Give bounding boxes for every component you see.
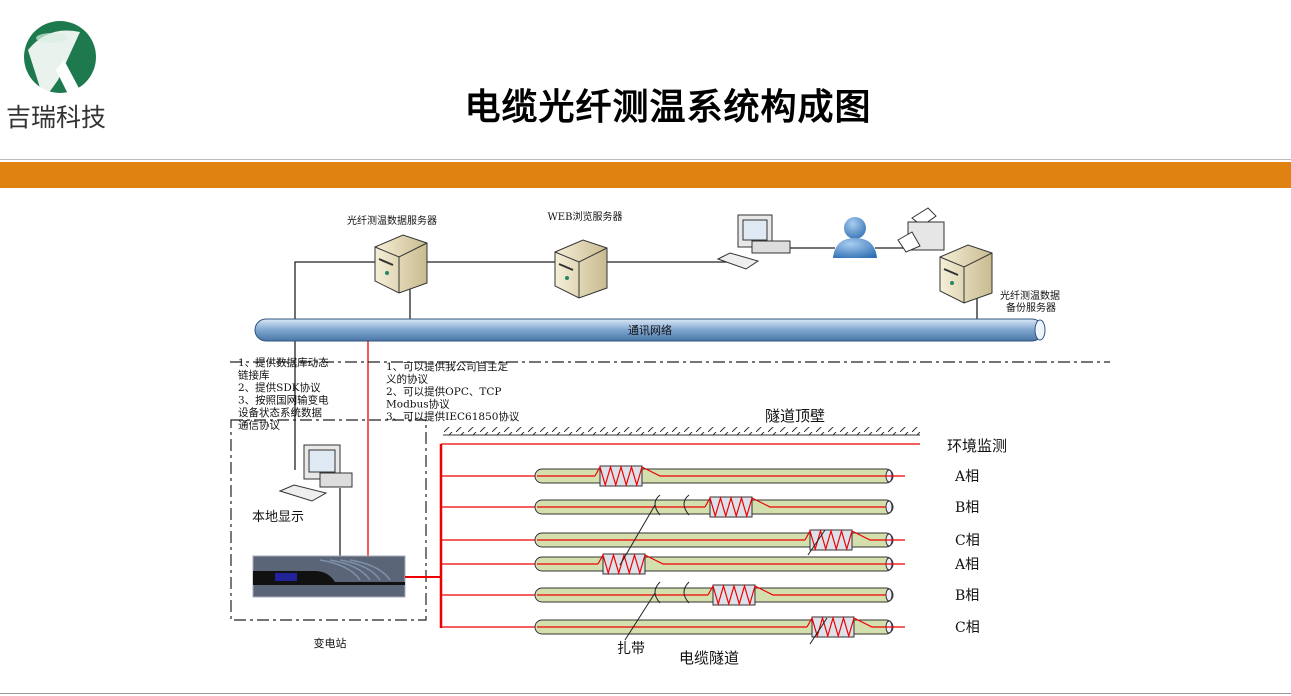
note-line: 义的协议 (386, 373, 428, 386)
backup-server-label-2: 备份服务器 (1006, 301, 1056, 314)
header-divider (0, 159, 1291, 160)
left-protocol-notes: 1、提供数据库动态链接库2、提供SDK协议3、按照国网输变电设备状态系统数据通信… (238, 356, 329, 432)
footer-divider (0, 693, 1291, 694)
phase-label: A相 (954, 557, 979, 573)
fiber-trunk (405, 443, 920, 628)
note-line: 2、可以提供OPC、TCP (386, 385, 502, 398)
note-line: 链接库 (238, 369, 270, 382)
user-icon (833, 217, 877, 258)
client-computer-icon (716, 214, 791, 270)
cable-row: C相 (441, 528, 980, 552)
page-title: 电缆光纤测温系统构成图 (464, 87, 872, 128)
phase-label: B相 (955, 588, 979, 604)
data-server-icon (374, 234, 428, 294)
header-accent-bar (0, 162, 1291, 188)
phase-label: B相 (955, 500, 979, 516)
note-line: 设备状态系统数据 (238, 406, 322, 419)
network-label: 通讯网络 (628, 323, 672, 337)
company-logo (24, 21, 96, 94)
env-monitor-label: 环境监测 (947, 437, 1007, 455)
local-computer-icon (278, 444, 353, 502)
company-name: 吉瑞科技 (6, 103, 107, 132)
tie-label: 扎带 (617, 641, 645, 657)
tunnel-ceiling-label: 隧道顶壁 (765, 407, 825, 425)
phase-label: A相 (954, 469, 979, 485)
backup-server-label-1: 光纤测温数据 (1000, 289, 1060, 302)
note-line: Modbus协议 (386, 398, 450, 411)
printer-icon (897, 207, 945, 253)
tunnel-ceiling-hatch (443, 427, 920, 435)
right-protocol-notes: 1、可以提供我公司自主定义的协议2、可以提供OPC、TCPModbus协议3、可… (386, 360, 520, 423)
note-line: 1、提供数据库动态 (238, 356, 329, 369)
cable-ties (619, 494, 828, 645)
note-line: 3、按照国网输变电 (238, 394, 329, 407)
cable-row: A相 (441, 464, 979, 488)
substation-label: 变电站 (314, 636, 347, 650)
data-server-label: 光纤测温数据服务器 (347, 214, 437, 227)
web-server-icon (554, 239, 608, 299)
local-display-label: 本地显示 (252, 510, 304, 525)
temperature-host-device (252, 555, 406, 598)
note-line: 2、提供SDK协议 (238, 381, 321, 394)
cable-row: A相 (441, 552, 979, 576)
tunnel-label: 电缆隧道 (679, 649, 739, 667)
backup-server-icon (939, 244, 993, 304)
phase-label: C相 (955, 620, 980, 636)
cable-row: B相 (441, 495, 979, 519)
web-server-label: WEB浏览服务器 (548, 210, 623, 223)
cable-row: C相 (441, 615, 980, 639)
note-line: 通信协议 (238, 419, 280, 432)
cable-row: B相 (441, 583, 979, 607)
communication-network-pipe: 通讯网络 (254, 318, 1046, 342)
note-line: 1、可以提供我公司自主定 (386, 360, 509, 373)
note-line: 3、可以提供IEC61850协议 (386, 410, 520, 423)
phase-label: C相 (955, 533, 980, 549)
substation-boundary (230, 419, 427, 621)
